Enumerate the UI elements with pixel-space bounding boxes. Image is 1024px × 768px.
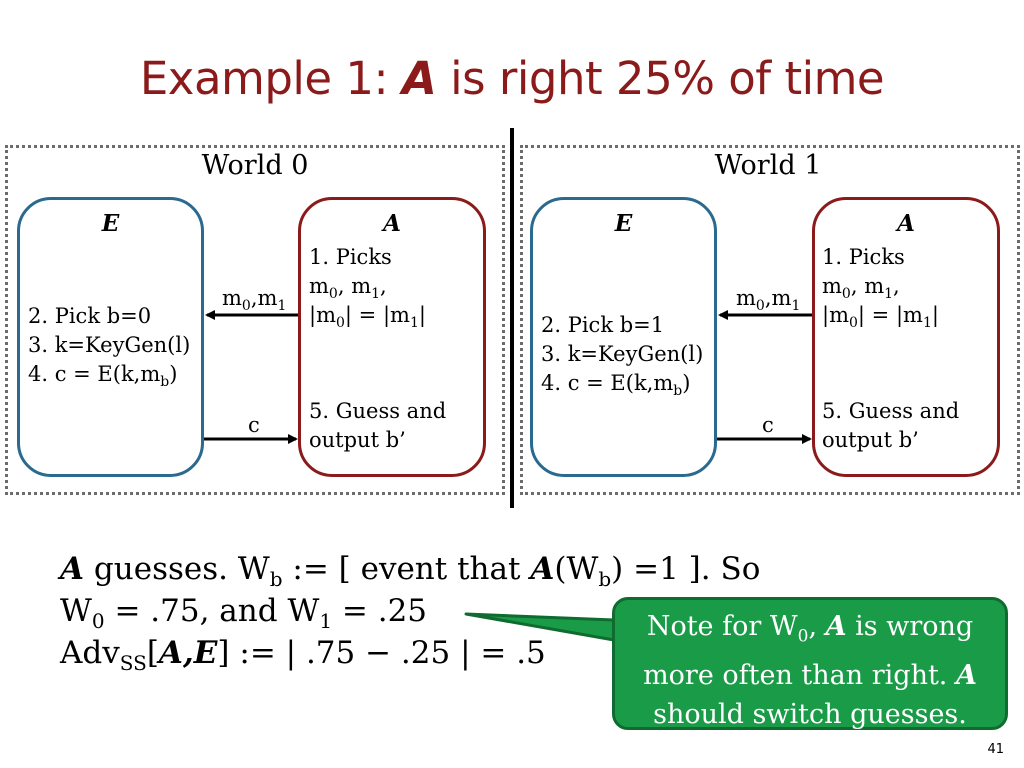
world-0-title: World 0	[201, 150, 309, 181]
world-1-messages-label: m0,m1	[736, 286, 801, 315]
encryptor-label: E	[614, 210, 633, 237]
world-0-adversary-picks: 1. Picks m0, m1, |m0| = |m1|	[309, 245, 426, 332]
world-0-messages-label: m0,m1	[222, 286, 287, 315]
world-0-encryptor-box: E	[17, 197, 204, 477]
world-1-adversary-picks: 1. Picks m0, m1, |m0| = |m1|	[822, 245, 939, 332]
world-0-encryptor-steps: 2. Pick b=0 3. k=KeyGen(l) 4. c = E(k,mb…	[28, 304, 191, 391]
advantage-explanation: A guesses. Wb := [ event that A(Wb) =1 ]…	[60, 551, 761, 676]
page-number: 41	[987, 742, 1004, 757]
world-0-ciphertext-label: c	[248, 413, 260, 437]
slide-title: Example 1: A is right 25% of time	[139, 52, 885, 105]
adversary-label: A	[897, 210, 915, 237]
world-1-encryptor-box: E	[530, 197, 717, 477]
world-0-frame	[5, 145, 505, 495]
encryptor-label: E	[101, 210, 120, 237]
world-1-encryptor-steps: 2. Pick b=1 3. k=KeyGen(l) 4. c = E(k,mb…	[541, 313, 704, 400]
world-0-adversary-guess: 5. Guess and output b’	[309, 399, 447, 452]
world-1-title: World 1	[714, 150, 822, 181]
world-1-ciphertext-label: c	[762, 413, 774, 437]
world-1-frame	[520, 145, 1020, 495]
world-divider	[510, 128, 514, 508]
world-0-adversary-box: A	[298, 197, 486, 477]
note-callout: Note for W0, A is wrong more often than …	[612, 597, 1008, 730]
world-1-adversary-box: A	[812, 197, 1000, 477]
adversary-label: A	[383, 210, 401, 237]
world-1-adversary-guess: 5. Guess and output b’	[822, 399, 960, 452]
